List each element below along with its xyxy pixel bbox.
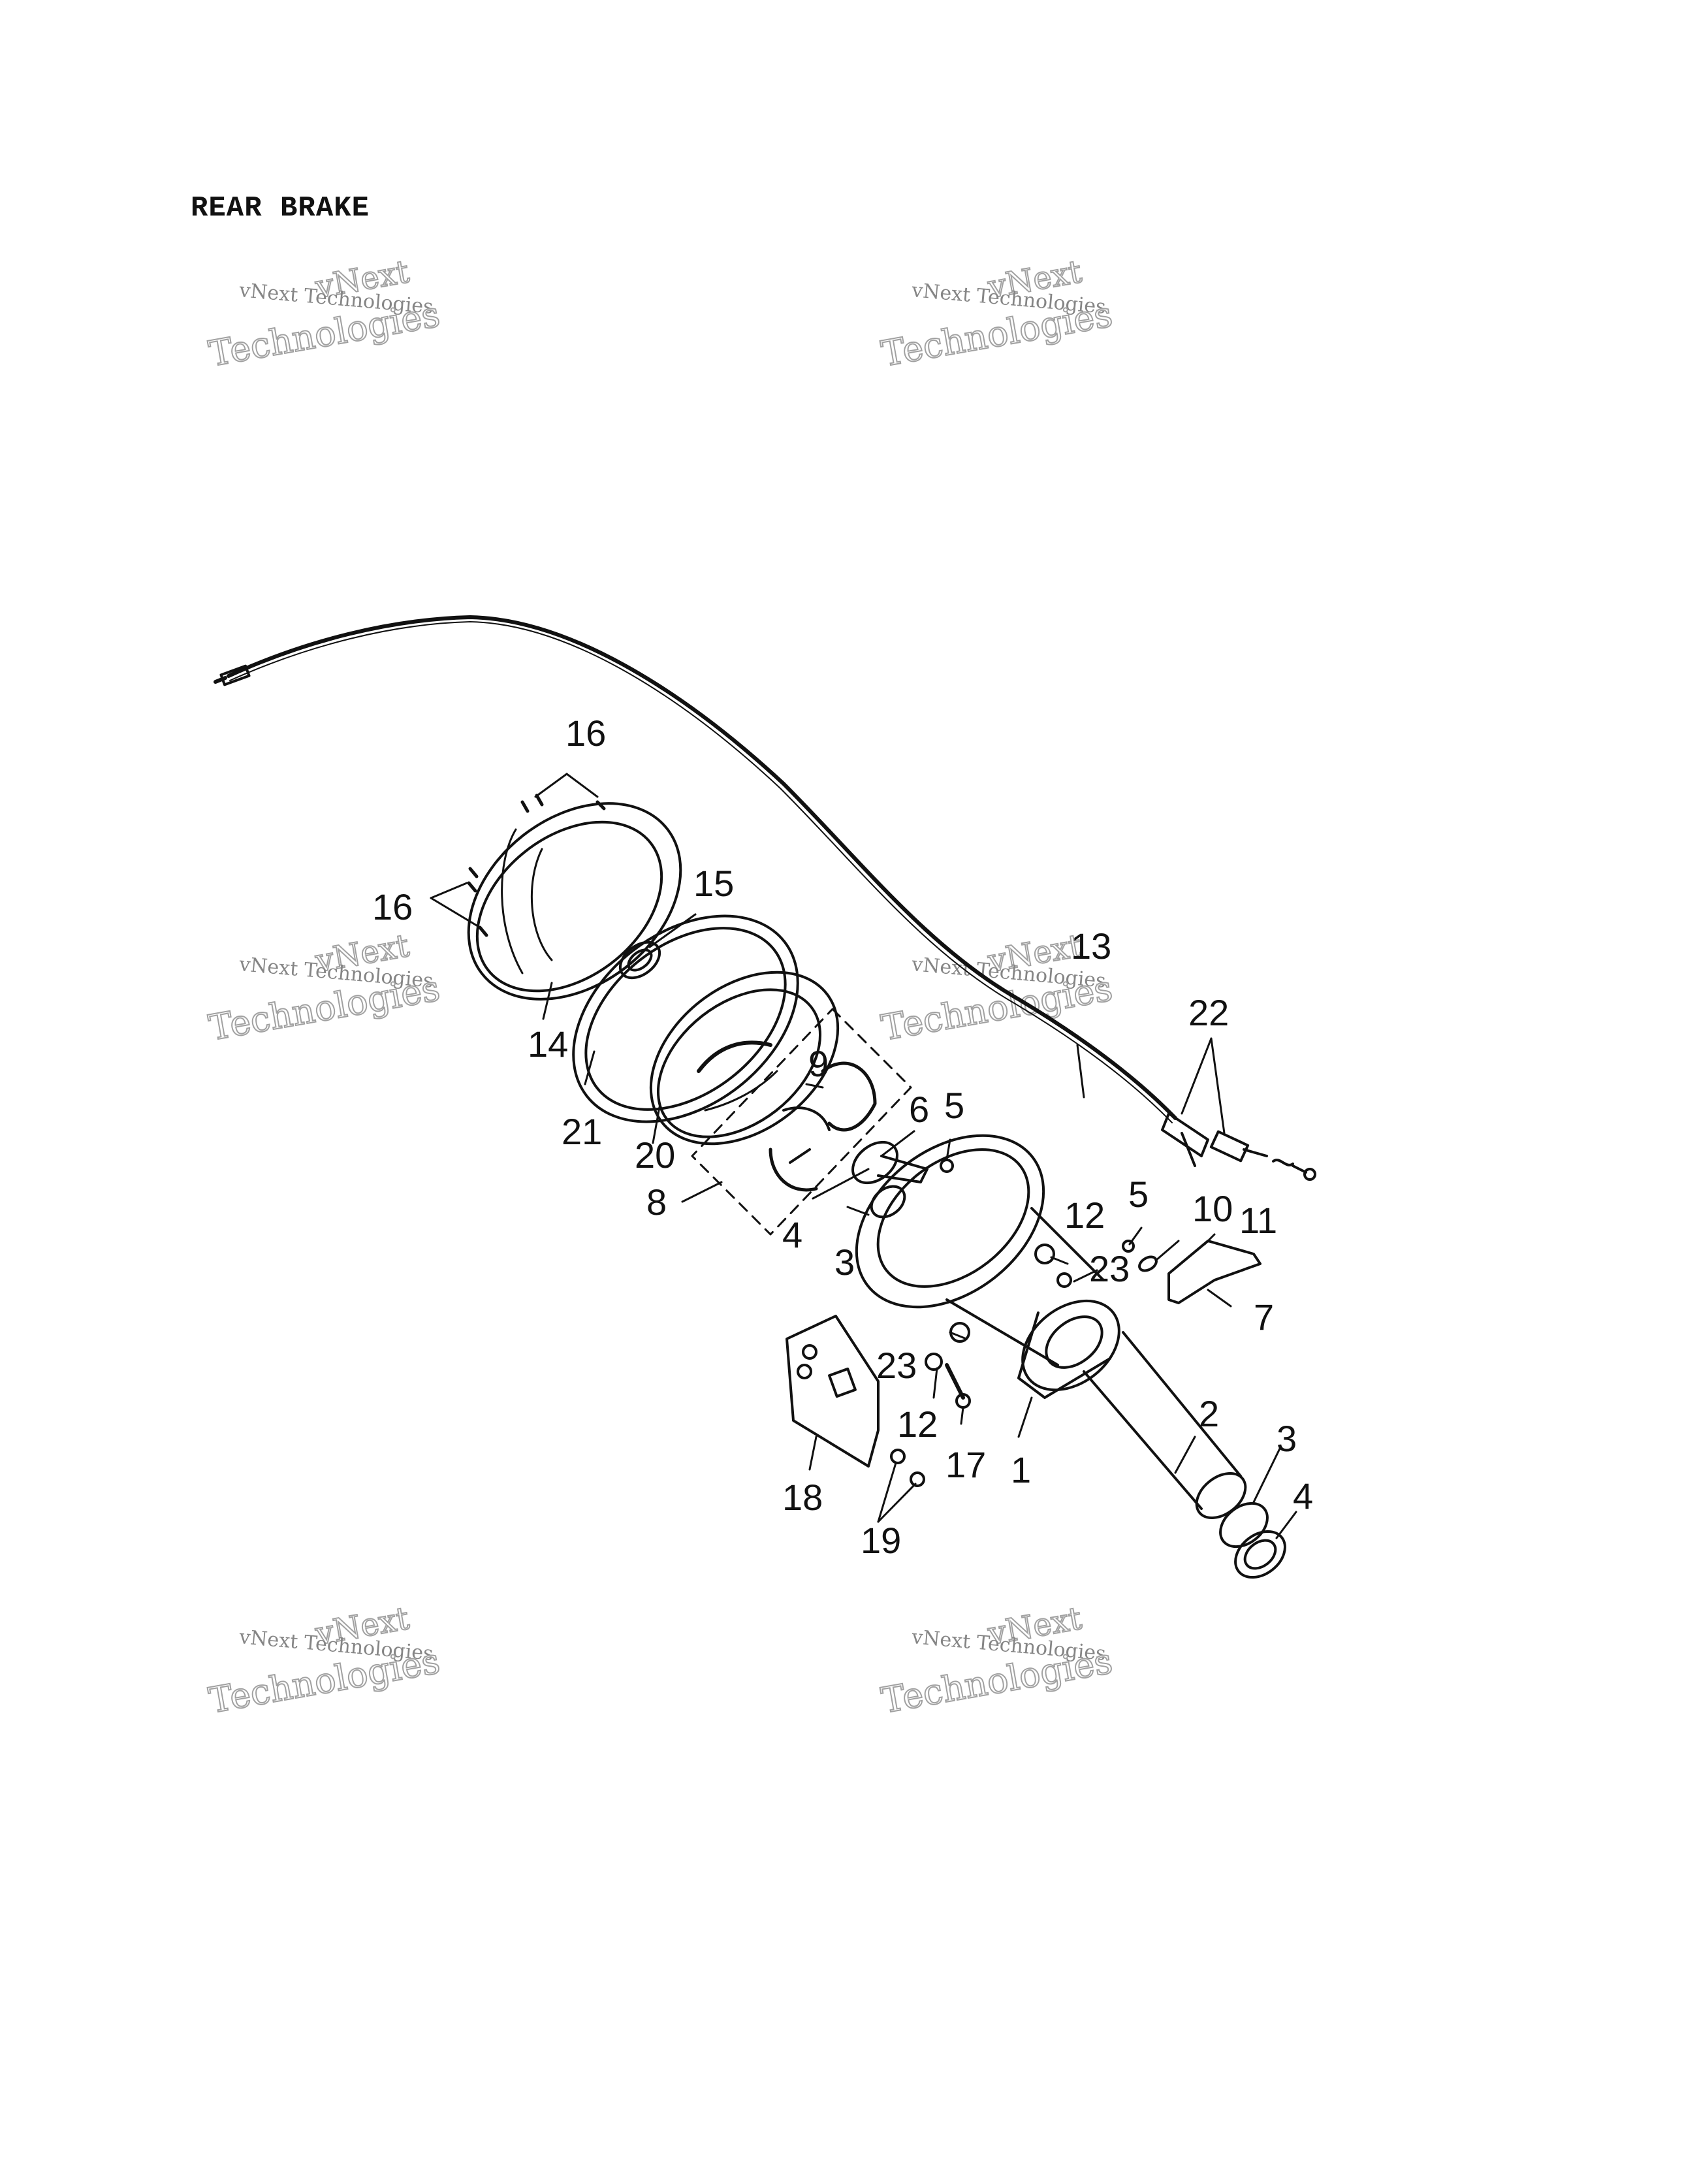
hub-housing	[855, 1134, 1120, 1399]
callout-labels: 16 16 15 14 21 20 9 6 5 8 4 3 13 22 12 5…	[372, 713, 1313, 1561]
callout-23: 23	[876, 1345, 917, 1386]
callout-13: 13	[1071, 925, 1111, 967]
callout-5: 5	[944, 1085, 964, 1126]
callout-21: 21	[562, 1111, 602, 1152]
callout-14: 14	[528, 1023, 568, 1065]
brake-shoes	[769, 1061, 877, 1192]
callout-2: 2	[1199, 1393, 1219, 1434]
callout-16: 16	[372, 886, 413, 927]
callout-12: 12	[897, 1404, 938, 1445]
cable-end-fittings	[1161, 1112, 1316, 1181]
callout-3: 3	[1277, 1418, 1297, 1459]
axle-end-bearing-seal	[1219, 1502, 1286, 1579]
callout-19: 19	[861, 1520, 901, 1561]
callout-15: 15	[693, 863, 734, 904]
screws	[467, 794, 606, 937]
callout-12: 12	[1064, 1195, 1105, 1236]
callout-17: 17	[945, 1444, 986, 1485]
gasket	[572, 914, 799, 1123]
page-title: REAR BRAKE	[191, 192, 370, 225]
lever-assembly	[1122, 1240, 1262, 1304]
brake-cable	[214, 615, 1177, 1123]
mounting-bracket	[785, 1315, 925, 1487]
callout-1: 1	[1011, 1449, 1031, 1490]
brake-drum	[649, 971, 840, 1146]
callout-7: 7	[1254, 1296, 1274, 1338]
leader-lines	[430, 773, 1297, 1539]
callout-3: 3	[834, 1242, 855, 1283]
nuts-and-bolts	[925, 1244, 1072, 1409]
callout-6: 6	[909, 1089, 929, 1130]
callout-11: 11	[1239, 1200, 1277, 1241]
callout-16: 16	[565, 713, 606, 754]
callout-20: 20	[635, 1134, 675, 1176]
callout-5: 5	[1128, 1174, 1149, 1215]
callout-9: 9	[808, 1043, 829, 1084]
callout-18: 18	[782, 1477, 823, 1518]
callout-8: 8	[646, 1181, 667, 1223]
callout-22: 22	[1188, 992, 1229, 1033]
brake-shoe-group-box	[691, 1008, 912, 1236]
callout-10: 10	[1192, 1188, 1233, 1229]
callout-4: 4	[1293, 1475, 1313, 1517]
callout-23: 23	[1089, 1248, 1130, 1289]
drum-cover	[467, 802, 682, 1001]
callout-4: 4	[782, 1214, 802, 1255]
